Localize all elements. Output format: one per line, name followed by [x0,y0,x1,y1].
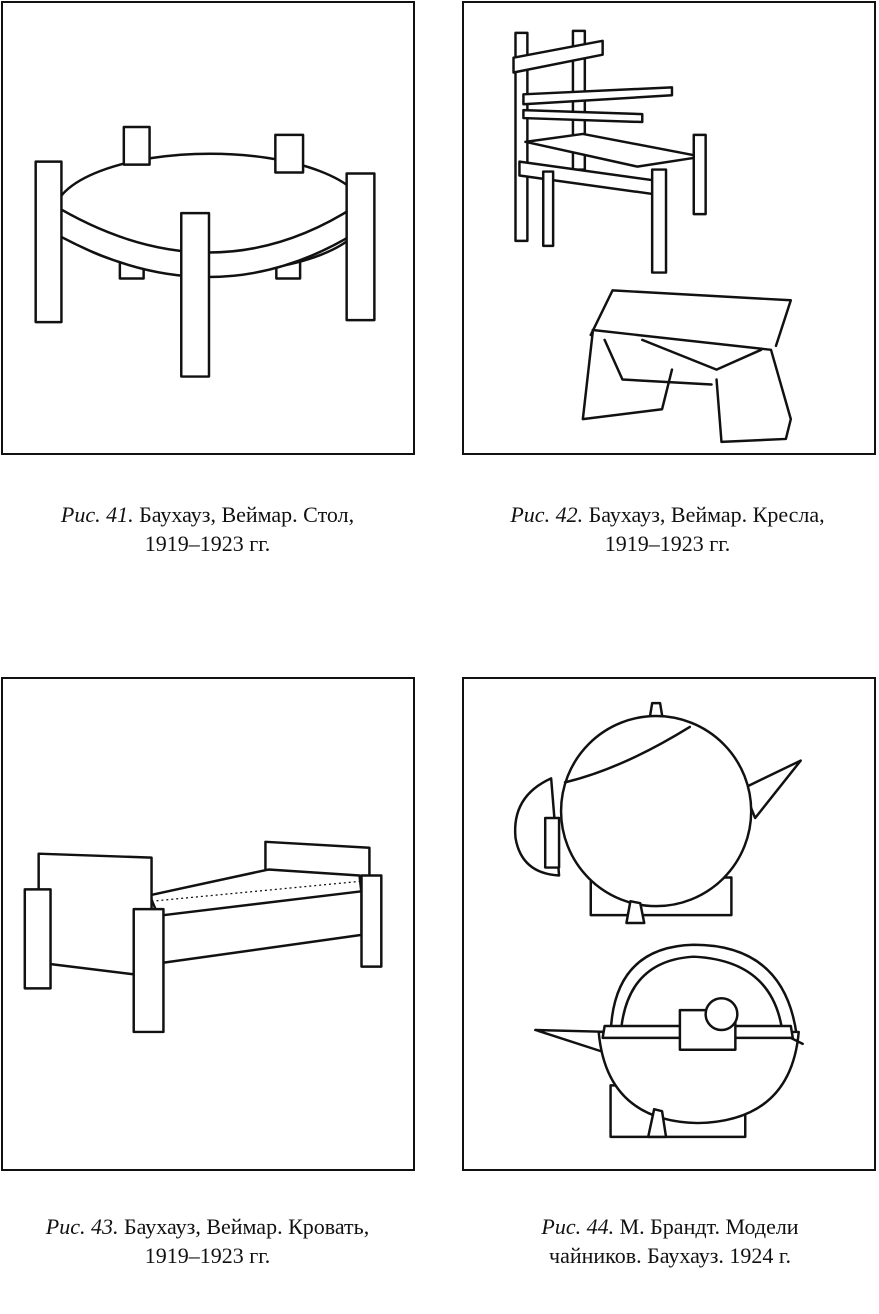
figure-41-date: 1919–1923 гг. [144,531,271,556]
figure-42-date: 1919–1923 гг. [604,531,731,556]
figure-44-text: М. Брандт. Модели [619,1214,799,1239]
figure-41-frame [1,1,415,455]
figure-43-label: Рис. 43. [45,1214,119,1239]
bed-icon [23,840,383,1034]
figure-41-label: Рис. 41. [60,502,134,527]
figure-41-caption: Рис. 41. Баухауз, Веймар. Стол, 1919–192… [10,500,405,558]
figure-44-date: чайников. Баухауз. 1924 г. [549,1243,791,1268]
figure-43-frame [1,677,415,1171]
figure-43-text: Баухауз, Веймар. Кровать, [124,1214,370,1239]
figure-43-caption: Рис. 43. Баухауз, Веймар. Кровать, 1919–… [5,1212,410,1270]
figure-42-caption: Рис. 42. Баухауз, Веймар. Кресла, 1919–1… [470,500,865,558]
figure-41-text: Баухауз, Веймар. Стол, [139,502,355,527]
figure-44-label: Рис. 44. [541,1214,615,1239]
figure-42-frame [462,1,876,455]
armchairs-icon [512,29,793,444]
table-icon [34,125,376,378]
teapots-icon [513,701,804,1139]
figure-44-frame [462,677,876,1171]
figure-43-date: 1919–1923 гг. [144,1243,271,1268]
figure-44-caption: Рис. 44. М. Брандт. Модели чайников. Бау… [470,1212,870,1270]
figure-42-label: Рис. 42. [510,502,584,527]
figure-42-text: Баухауз, Веймар. Кресла, [588,502,825,527]
